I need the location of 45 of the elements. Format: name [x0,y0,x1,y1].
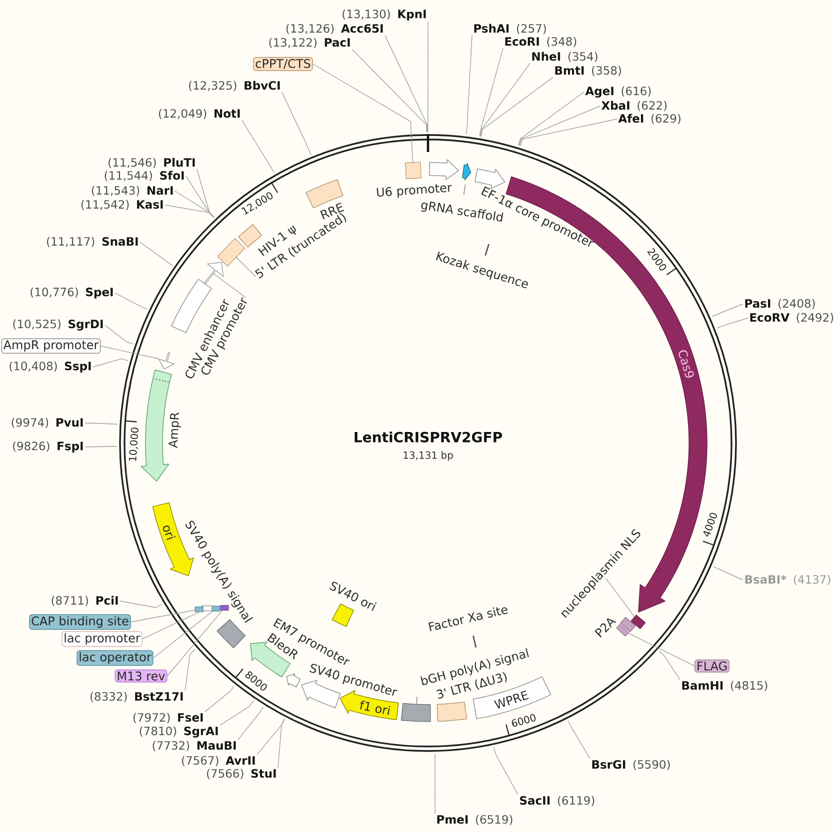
leader-line [312,64,414,162]
leader-line [494,746,518,796]
leader-line [434,754,436,814]
leader-line [84,422,118,425]
enzyme-label: (13,122) PacI [269,38,350,48]
leader-line [84,446,118,448]
feature-tag: lac promoter [62,631,142,647]
enzyme-label: AgeI (616) [585,86,651,98]
enzyme-label: SacII (6119) [520,796,594,806]
enzyme-label: (10,408) SspI [10,361,91,373]
enzyme-label: PasI (2408) [745,298,815,310]
enzyme-label: BsaBI* (4137) [745,574,830,586]
enzyme-label: XbaI (622) [601,100,667,112]
enzyme-label: (8711) PciI [52,596,118,606]
enzyme-label: EcoRI (348) [505,36,576,48]
feature-tag: AmpR promoter [1,338,101,354]
enzyme-label: (12,325) BbvCI [189,80,280,92]
leader-line [352,48,428,132]
leader-line [480,62,530,137]
enzyme-label: (9974) PvuI [12,418,83,428]
leader-line [479,48,504,137]
leader-line [480,76,554,137]
feature-tag: cPPT/CTS [253,57,313,71]
enzyme-label: (10,776) SpeI [30,287,113,299]
enzyme-label: (10,525) SgrDI [13,319,103,331]
leader-line [518,106,600,146]
enzyme-label: (7566) StuI [206,768,276,780]
enzyme-label: PshAI (257) [474,24,546,34]
enzyme-label: AfeI (629) [618,114,680,124]
leader-line [466,34,472,135]
feature-tag: CAP binding site [29,614,131,630]
leader-line [92,358,128,368]
enzyme-label: NheI (354) [532,52,598,62]
enzyme-label: (11,117) SnaBI [46,236,138,248]
enzyme-label: (13,126) Acc65I [286,24,383,34]
leader-line [518,92,584,146]
enzyme-label: (13,130) KpnI [342,9,426,21]
enzyme-label: (7567) AvrII [182,756,255,766]
enzyme-label: EcoRV (2492) [750,312,834,324]
enzyme-label: PmeI (6519) [437,814,512,826]
leader-line [384,34,428,132]
enzyme-label: (12,049) NotI [158,108,240,120]
enzyme-label: BsrGI (5590) [592,760,670,770]
enzyme-label: (9826) FspI [13,441,83,453]
enzyme-label: BmtI (358) [555,66,621,76]
